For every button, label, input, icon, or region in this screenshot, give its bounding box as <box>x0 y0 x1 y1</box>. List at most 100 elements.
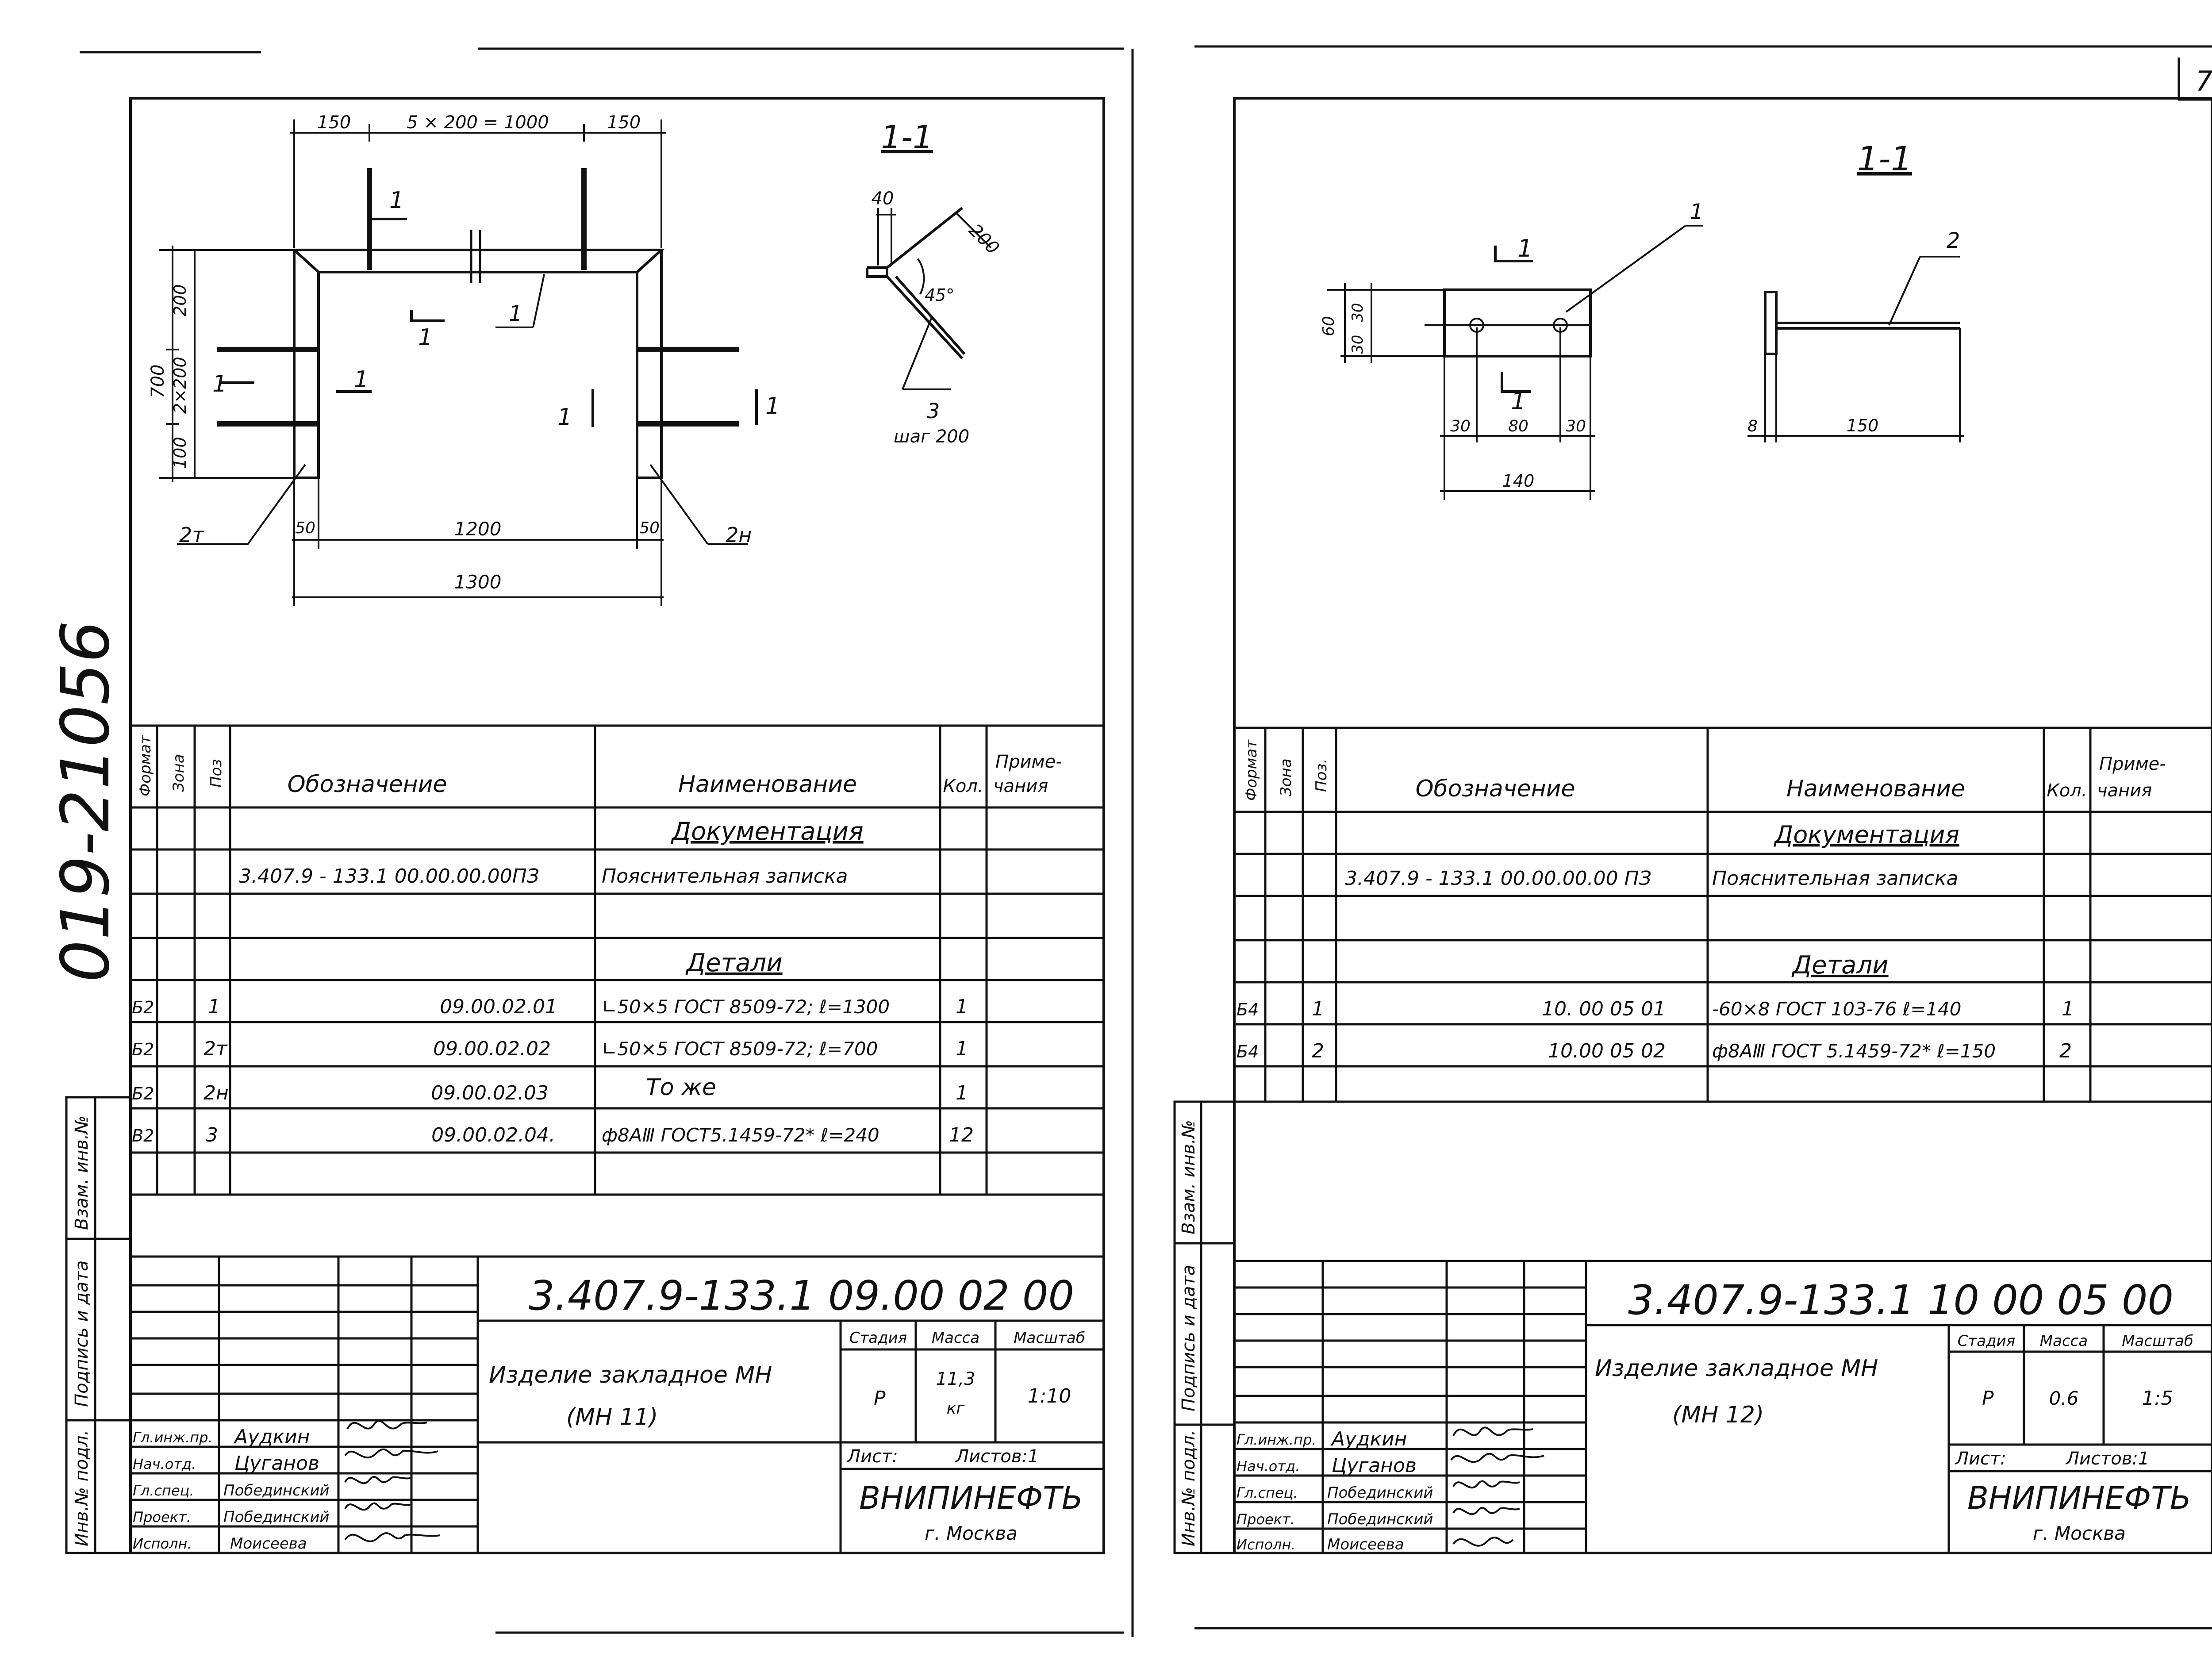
right-item-sub: (МН 12) <box>1672 1402 1764 1428</box>
right-dim-8: 8 <box>1747 417 1758 435</box>
left-row-1-qty: 1 <box>956 996 968 1018</box>
left-role-4: Проект. <box>133 1509 191 1526</box>
right-row-2-name: ф8АⅢ ГОСТ 5.1459-72* ℓ=150 <box>1712 1040 1996 1062</box>
right-person-2: Цуганов <box>1332 1454 1417 1477</box>
left-row-3-qty: 1 <box>956 1082 968 1104</box>
left-row-1-name: ∟50×5 ГОСТ 8509-72; ℓ=1300 <box>602 996 890 1018</box>
left-row-4-pos: 3 <box>206 1124 218 1146</box>
left-spec-section-details: Детали <box>685 949 782 977</box>
left-scale: 1:10 <box>1028 1385 1071 1407</box>
left-stage-label: Стадия <box>849 1329 907 1347</box>
right-section-1-1: 1-1 <box>1320 139 1964 500</box>
right-role-4: Проект. <box>1237 1511 1295 1528</box>
left-spec-rows: Б2 1 09.00.02.01 ∟50×5 ГОСТ 8509-72; ℓ=1… <box>132 996 974 1146</box>
left-sheets-label: Листов:1 <box>955 1446 1039 1467</box>
right-drawing-code: 3.407.9-133.1 10 00 05 00 <box>1628 1276 2174 1324</box>
right-spec-section-details: Детали <box>1791 951 1888 980</box>
right-row-2-designation: 10.00 05 02 <box>1548 1040 1666 1062</box>
left-mark-b: 1 <box>418 324 433 351</box>
right-pos-1: 1 <box>1690 200 1704 224</box>
right-person-4: Побединский <box>1327 1511 1433 1528</box>
right-dim-30b: 30 <box>1349 335 1367 354</box>
right-spec-h-pos: Поз. <box>1313 759 1330 792</box>
left-row-2-name: ∟50×5 ГОСТ 8509-72; ℓ=700 <box>602 1038 878 1060</box>
left-spec-doc-name: Пояснительная записка <box>602 865 848 888</box>
left-item-name: Изделие закладное МН <box>489 1362 772 1388</box>
page-edges <box>80 45 2212 1637</box>
left-spec-doc-designation: 3.407.9 - 133.1 00.00.00.00ПЗ <box>239 865 539 888</box>
left-section-dim-40: 40 <box>872 188 894 209</box>
left-stage: Р <box>874 1387 886 1410</box>
left-mass-label: Масса <box>932 1329 979 1347</box>
left-row-4-qty: 12 <box>949 1124 974 1146</box>
right-role-2: Нач.отд. <box>1237 1458 1300 1475</box>
right-row-1-qty: 1 <box>2062 998 2074 1020</box>
right-spec-h-zone: Зона <box>1277 758 1295 796</box>
left-drawing-code: 3.407.9-133.1 09.00 02 00 <box>529 1272 1074 1319</box>
right-sheet-label: Лист: <box>1955 1449 2006 1469</box>
left-spec-h-notes: Приме- <box>995 752 1062 772</box>
archive-number: 019-21056 <box>47 620 124 982</box>
left-spec-section-docs: Документация <box>670 817 863 846</box>
left-role-3: Гл.спец. <box>133 1482 194 1499</box>
left-mass-unit: кг <box>947 1399 965 1418</box>
right-stage: Р <box>1982 1387 1994 1410</box>
left-mark-d: 1 <box>354 366 369 393</box>
right-item-name: Изделие закладное МН <box>1595 1355 1878 1382</box>
left-role-2: Нач.отд. <box>133 1456 196 1472</box>
left-dim-bottom-50a: 50 <box>295 519 315 537</box>
left-row-4-format: В2 <box>132 1126 154 1145</box>
right-spec-section-docs: Документация <box>1774 821 1959 849</box>
right-spec-h-notes-2: чания <box>2097 780 2152 801</box>
right-scale-label: Масштаб <box>2122 1332 2193 1350</box>
left-mark-a: 1 <box>389 187 404 214</box>
right-row-1-format: Б4 <box>1237 1000 1259 1019</box>
right-side-stamp <box>1173 1100 1236 1554</box>
right-spec-h-format: Формат <box>1243 739 1260 801</box>
left-dim-top-1000: 5 × 200 = 1000 <box>407 112 549 133</box>
right-mass-label: Масса <box>2040 1332 2088 1350</box>
right-row-1-pos: 1 <box>1312 998 1324 1020</box>
left-item-sub: (МН 11) <box>566 1404 658 1430</box>
right-mark-a: 1 <box>1517 234 1532 262</box>
left-mark-c: 1 <box>212 371 227 397</box>
right-row-2-format: Б4 <box>1237 1042 1259 1061</box>
left-section-title: 1-1 <box>881 119 933 156</box>
left-spec-h-zone: Зона <box>170 754 188 792</box>
right-signatures <box>1450 1426 1544 1547</box>
right-spec-h-qty: Кол. <box>2047 780 2087 801</box>
left-dim-left-700: 700 <box>148 365 168 398</box>
right-spec-h-name: Наименование <box>1786 776 1965 802</box>
left-role-5: Исполн. <box>133 1535 192 1552</box>
left-dim-left-100: 100 <box>170 437 190 469</box>
right-spec-doc-name: Пояснительная записка <box>1712 867 1958 890</box>
left-scale-label: Масштаб <box>1014 1329 1085 1347</box>
left-section-dim-200: 200 <box>965 220 1003 259</box>
left-row-4-name: ф8АⅢ ГОСТ5.1459-72* ℓ=240 <box>602 1124 879 1146</box>
right-person-3: Побединский <box>1327 1484 1433 1502</box>
left-row-4-designation: 09.00.02.04. <box>431 1124 555 1146</box>
right-dim-80: 80 <box>1508 417 1528 435</box>
left-dim-bottom-1200: 1200 <box>454 518 502 540</box>
left-row-2-pos: 2т <box>204 1038 228 1060</box>
right-dim-30a: 30 <box>1349 303 1367 322</box>
left-spec-h-designation: Обозначение <box>288 771 447 798</box>
left-row-2-qty: 1 <box>956 1038 968 1060</box>
right-pos-2: 2 <box>1947 228 1960 253</box>
left-person-2: Цуганов <box>234 1452 319 1475</box>
left-spec-h-qty: Кол. <box>943 776 983 796</box>
right-dim-30d: 30 <box>1566 417 1586 435</box>
left-mark-e: 1 <box>557 404 572 430</box>
right-role-1: Гл.инж.пр. <box>1237 1431 1317 1448</box>
right-sheets-label: Листов:1 <box>2065 1449 2149 1469</box>
left-dim-top-150b: 150 <box>607 112 641 133</box>
right-spec-h-notes: Приме- <box>2099 754 2166 774</box>
left-signatures <box>344 1420 441 1542</box>
left-section-pitch: шаг 200 <box>894 427 969 447</box>
left-dim-left-2x200: 2×200 <box>170 357 190 414</box>
left-section-angle: 45° <box>925 285 954 305</box>
left-role-1: Гл.инж.пр. <box>133 1429 213 1446</box>
right-org: ВНИПИНЕФТЬ <box>1967 1480 2191 1516</box>
left-row-1-format: Б2 <box>132 998 154 1017</box>
